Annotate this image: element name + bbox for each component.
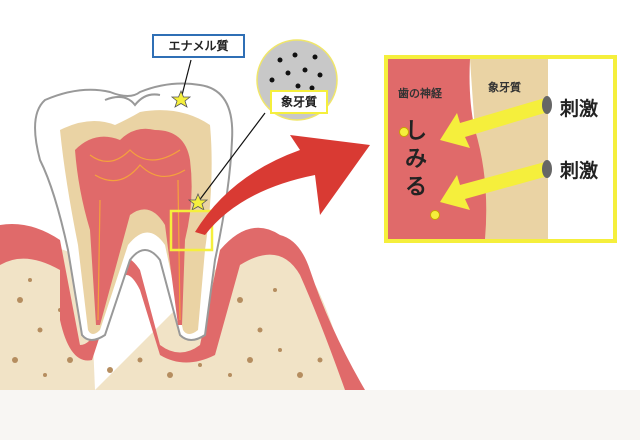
stimulus-arrow-1 [440, 98, 548, 148]
inset-nerve-label: 歯の神経 [398, 87, 442, 100]
stimulus-arrow-2 [440, 162, 548, 210]
tooth-groove [104, 93, 161, 107]
footer-strip [0, 390, 640, 440]
enamel-pointer [180, 59, 192, 100]
star-icon [187, 192, 209, 211]
tooth-pulp [75, 128, 192, 325]
inset-dentin-label: 象牙質 [488, 81, 521, 94]
dentin-pointer [197, 112, 266, 203]
gum [0, 224, 365, 390]
nerve-lines [89, 149, 186, 321]
dentinal-tubules [269, 52, 323, 91]
sparkle-icon [399, 127, 409, 137]
sensitivity-label: しみる [405, 119, 428, 200]
red-arrow [195, 135, 370, 235]
sparkle-icon [430, 210, 440, 220]
star-icon [170, 89, 192, 108]
enamel-label: エナメル質 [152, 34, 245, 58]
stimulus-point-1 [542, 96, 552, 114]
stimulus-point-2 [542, 160, 552, 178]
stimulus-label-2: 刺激 [560, 160, 599, 182]
stimulus-label-1: 刺激 [560, 98, 599, 120]
zoom-region-box [169, 209, 214, 252]
dentin-label: 象牙質 [270, 90, 328, 114]
